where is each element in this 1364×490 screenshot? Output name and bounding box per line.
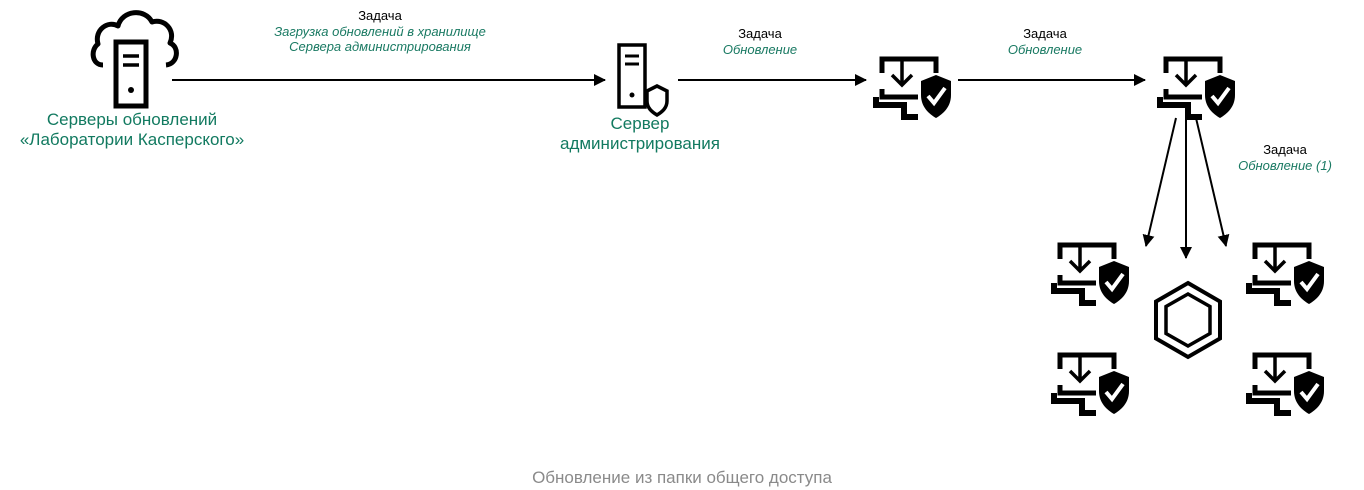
- task-download-heading: Задача: [358, 8, 402, 23]
- hexagon-logo-icon: [1154, 280, 1222, 360]
- admin-server-label-line2: администрирования: [560, 134, 720, 154]
- cloud-server-icon: [90, 10, 179, 109]
- task-update-1: Задача Обновление: [690, 26, 830, 57]
- arrow-shared-folder-to-client-right: [1195, 117, 1230, 247]
- admin-server-label: Сервер администрирования: [535, 114, 745, 155]
- update-servers-label-line1: Серверы обновлений: [46, 110, 218, 129]
- task-update-2: Задача Обновление: [975, 26, 1115, 57]
- device-download-shield-icon: [1160, 59, 1235, 118]
- task-update-3-name: Обновление (1): [1238, 157, 1332, 173]
- task-download-name-line1: Загрузка обновлений в хранилище: [274, 23, 486, 39]
- task-update-1-heading: Задача: [738, 26, 782, 41]
- device-download-shield-icon: [1249, 245, 1324, 304]
- task-update-2-name: Обновление: [1007, 41, 1083, 57]
- task-download: Задача Загрузка обновлений в хранилище С…: [230, 8, 530, 55]
- device-download-shield-icon: [876, 59, 951, 118]
- task-update-1-name: Обновление: [722, 41, 798, 57]
- device-download-shield-icon: [1249, 355, 1324, 414]
- server-shield-icon: [617, 43, 669, 118]
- device-download-shield-icon: [1054, 355, 1129, 414]
- arrow-shared-folder-to-client-left: [1142, 117, 1177, 247]
- device-download-shield-icon: [1054, 245, 1129, 304]
- admin-server-label-line1: Сервер: [610, 114, 670, 133]
- task-update-3: Задача Обновление (1): [1215, 142, 1355, 173]
- task-download-name-line2: Сервера администрирования: [289, 39, 471, 55]
- update-servers-label-line2: «Лаборатории Касперского»: [19, 130, 245, 150]
- task-update-3-heading: Задача: [1263, 142, 1307, 157]
- diagram-caption: Обновление из папки общего доступа: [532, 468, 832, 487]
- update-servers-label: Серверы обновлений «Лаборатории Касперск…: [0, 110, 264, 151]
- task-update-2-heading: Задача: [1023, 26, 1067, 41]
